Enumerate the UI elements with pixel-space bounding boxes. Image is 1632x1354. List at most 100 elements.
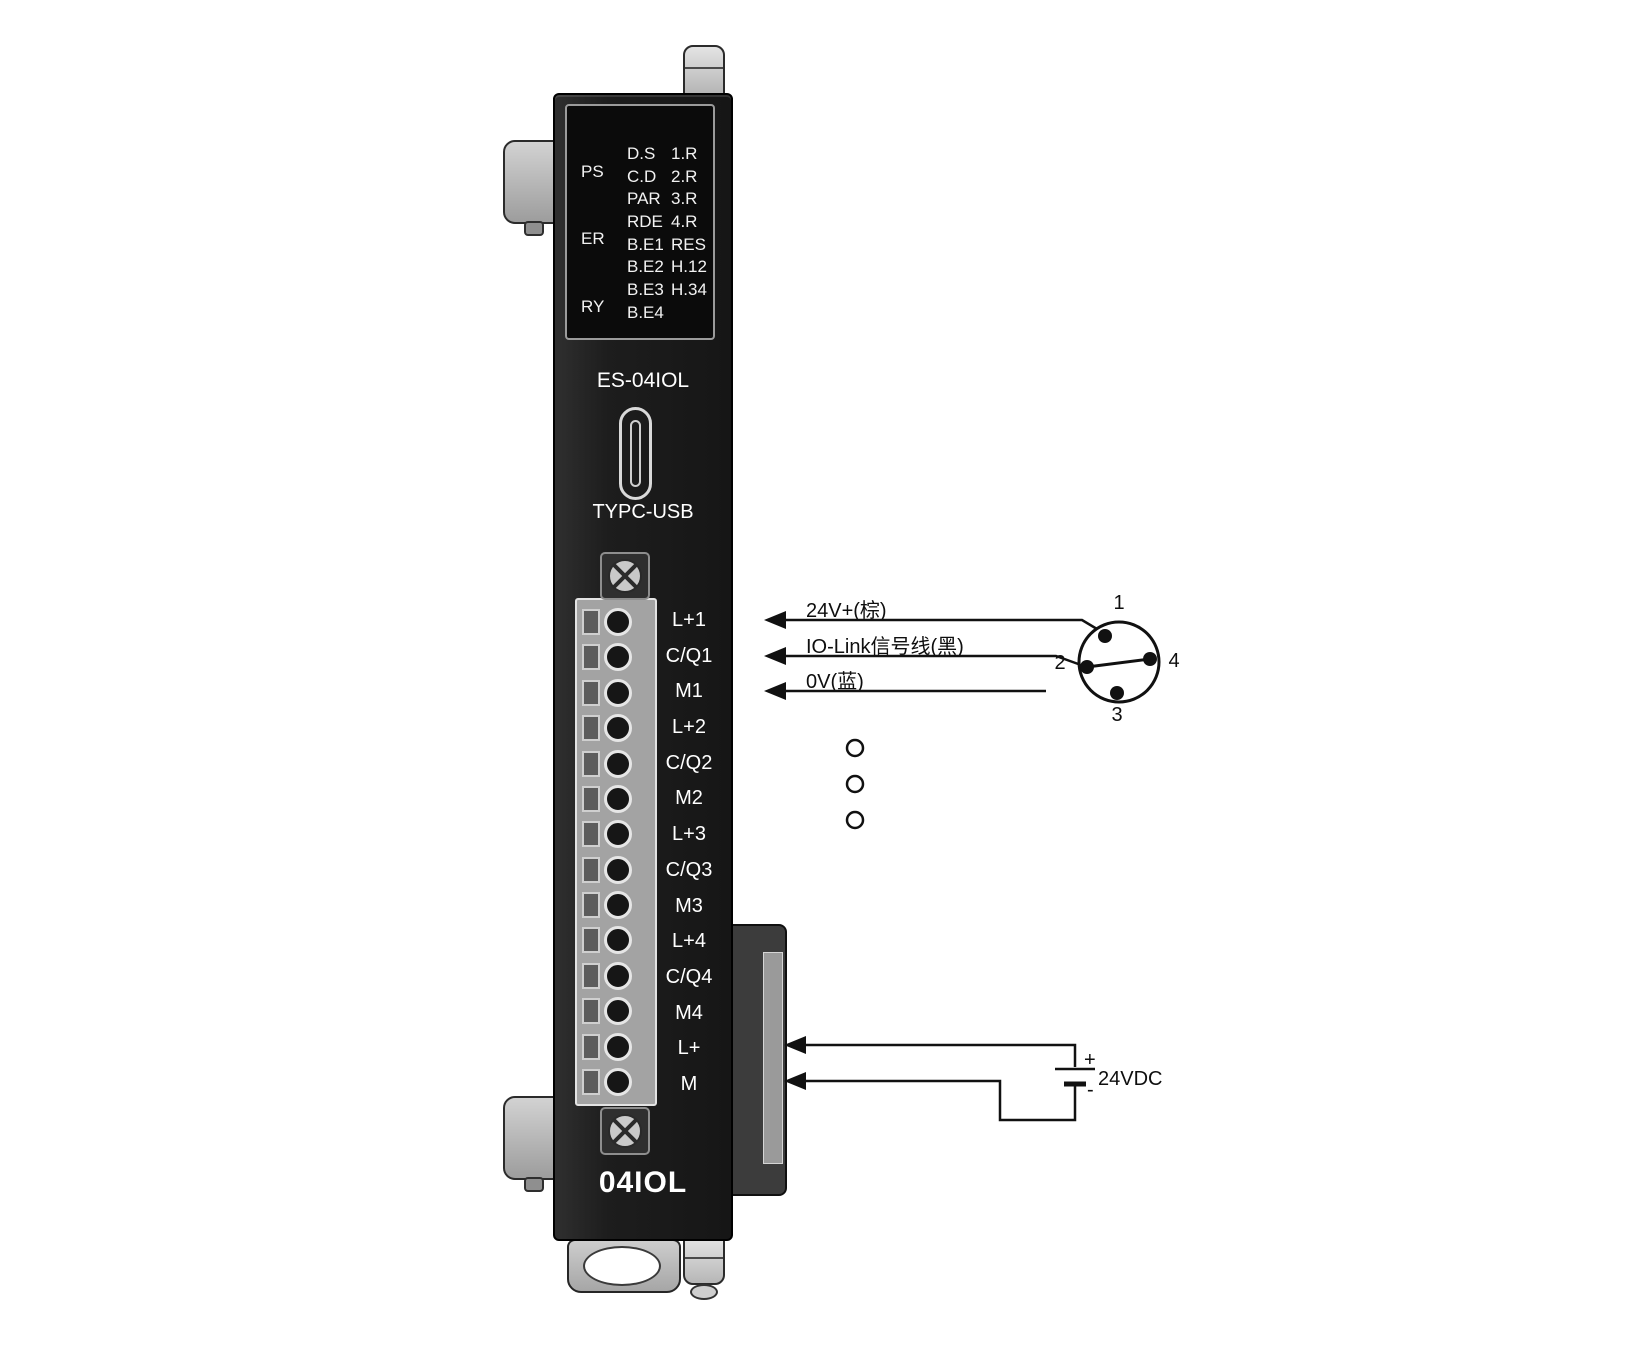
arrowhead-icon (764, 647, 786, 665)
terminal-contact (577, 994, 655, 1028)
continuation-dots-icon (845, 738, 865, 830)
terminal-screw-hole (604, 1032, 632, 1061)
terminal-slot (582, 821, 600, 848)
led-row: B.E1 RES (627, 234, 713, 257)
terminal-contact (577, 888, 655, 922)
terminal-contact (577, 1065, 655, 1099)
terminal-screw-hole (604, 643, 632, 672)
terminal-contact (577, 853, 655, 887)
bracket-oval-hole (583, 1246, 661, 1286)
usb-port-label: TYPC-USB (592, 501, 694, 523)
terminal-label: L+3 (672, 823, 706, 846)
terminal-screw-hole (604, 678, 632, 707)
screw-icon (600, 1107, 650, 1155)
terminal-label: M2 (675, 787, 703, 810)
terminal-screw-hole (604, 784, 632, 813)
m12-pin-label-3: 3 (1111, 704, 1123, 726)
led-label: C.D (627, 166, 657, 186)
led-row: D.S 1.R (627, 143, 713, 166)
terminal-screw-hole (604, 749, 632, 778)
bus-connector-plate (763, 952, 783, 1164)
module-footer-label: 04IOL (598, 1166, 688, 1199)
m12-pin-1 (1098, 629, 1112, 643)
led-label: PAR (627, 189, 661, 209)
terminal-slot (582, 679, 600, 706)
m12-pin-2 (1080, 660, 1094, 674)
wire-label-24v: 24V+(棕) (806, 600, 887, 622)
terminal-contact (577, 711, 655, 745)
led-label: B.E2 (627, 257, 664, 277)
latch-knob-bottom (690, 1284, 718, 1300)
led-label: RES (671, 234, 706, 254)
led-label: D.S (627, 144, 656, 163)
terminal-label: L+2 (672, 716, 706, 739)
wire-iolink-line (784, 654, 1082, 667)
led-label: B.E1 (627, 234, 664, 254)
terminal-label: M (680, 1072, 698, 1095)
terminal-contact (577, 640, 655, 674)
terminal-label: L+1 (672, 609, 706, 631)
bus-connector-block (731, 924, 787, 1196)
usb-c-port-inner (630, 420, 641, 487)
terminal-slot (582, 892, 600, 918)
terminal-slot (582, 1033, 600, 1060)
arrowhead-icon (784, 1036, 806, 1054)
m12-connector-icon (1077, 620, 1161, 704)
wire-power-minus-line (804, 1079, 1077, 1122)
terminal-contact (577, 923, 655, 957)
led-status-label: ER (581, 229, 605, 248)
terminal-screw-hole (604, 997, 632, 1026)
led-status-label: RY (581, 297, 605, 316)
terminal-label: M4 (675, 1001, 703, 1024)
wire-power-plus-line (804, 1043, 1077, 1067)
led-row: B.E4 (627, 302, 713, 325)
terminal-label: C/Q2 (665, 751, 713, 774)
arrowhead-icon (764, 611, 786, 629)
terminal-contact (577, 605, 655, 639)
led-label: B.E4 (627, 302, 664, 322)
usb-c-port-icon (619, 407, 652, 500)
terminal-slot (582, 609, 600, 635)
terminal-contact (577, 1030, 655, 1064)
terminal-contact (577, 817, 655, 851)
m12-pin-label-4: 4 (1168, 650, 1180, 672)
din-clip-knob-top (524, 221, 544, 236)
power-supply-label: 24VDC (1098, 1068, 1163, 1090)
terminal-screw-hole (604, 855, 632, 884)
din-clip-knob-bottom (524, 1177, 544, 1192)
led-label: H.34 (671, 280, 707, 300)
m12-pin-label-1: 1 (1113, 592, 1125, 614)
terminal-label: M3 (675, 894, 703, 917)
terminal-slot (582, 1068, 600, 1095)
terminal-screw-hole (604, 1067, 632, 1096)
terminal-labels: L+1 C/Q1 M1 L+2 C/Q2 M2 L+3 C/Q3 M3 L+4 … (657, 598, 721, 1106)
battery-plus-label: + (1084, 1049, 1096, 1071)
battery-minus-label: - (1087, 1079, 1094, 1101)
bottom-bracket (567, 1239, 681, 1293)
din-clip-top (503, 140, 557, 224)
led-label: 1.R (671, 144, 698, 163)
led-label: H.12 (671, 257, 707, 277)
terminal-label: L+4 (672, 930, 706, 953)
led-label: RDE (627, 212, 663, 232)
terminal-slot (582, 715, 600, 742)
arrowhead-icon (784, 1072, 806, 1090)
din-clip-bottom (503, 1096, 557, 1180)
terminal-slot (582, 644, 600, 671)
terminal-contact (577, 676, 655, 710)
wire-label-iolink: IO-Link信号线(黑) (806, 636, 964, 658)
terminal-screw-hole (604, 714, 632, 743)
led-label: 3.R (671, 189, 698, 209)
terminal-label: L+ (677, 1037, 701, 1060)
led-row: PAR 3.R (627, 188, 713, 211)
terminal-slot (582, 750, 600, 777)
terminal-slot (582, 998, 600, 1025)
terminal-slot (582, 927, 600, 954)
terminal-slot (582, 962, 600, 989)
